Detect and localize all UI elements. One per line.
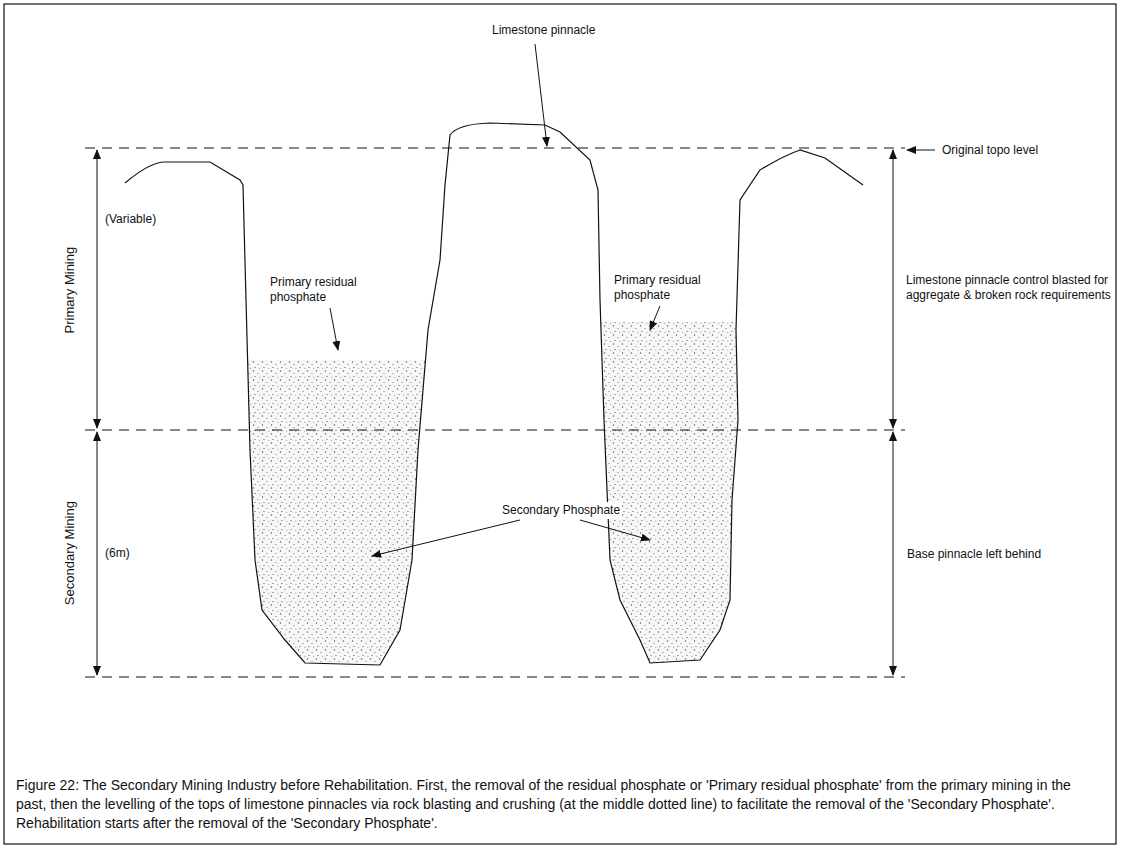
zone-label: Primary Mining xyxy=(61,245,79,336)
dimension-arrows xyxy=(97,150,893,675)
level-lines xyxy=(85,148,905,677)
leader-lines xyxy=(330,44,935,556)
figure-caption: Figure 22: The Secondary Mining Industry… xyxy=(16,776,1101,833)
frame xyxy=(4,4,1116,844)
phosphate-label: Secondary Phosphate xyxy=(500,502,622,519)
base-note: Base pinnacle left behind xyxy=(905,546,1043,563)
depth-note: (Variable) xyxy=(103,211,158,228)
pinnacle-label: Limestone pinnacle xyxy=(490,22,597,39)
phosphate-fill xyxy=(0,360,1121,760)
zone-label: Secondary Mining xyxy=(61,499,79,607)
phosphate-label: Primary residual phosphate xyxy=(612,272,716,304)
blast-note: Limestone pinnacle control blasted for a… xyxy=(904,272,1113,304)
topo-label: Original topo level xyxy=(940,142,1040,159)
phosphate-fill xyxy=(0,322,1121,722)
phosphate-label: Primary residual phosphate xyxy=(268,274,372,306)
depth-note: (6m) xyxy=(103,545,132,562)
pinnacle-outline xyxy=(125,123,863,665)
